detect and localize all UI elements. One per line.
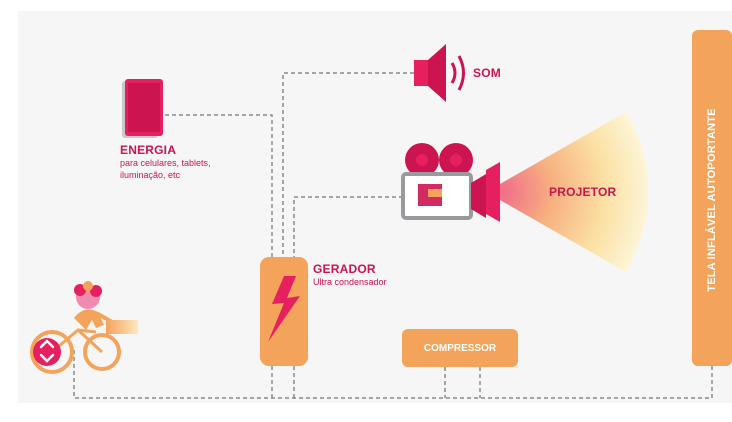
generator-subtitle: Ultra condensador [313, 277, 387, 287]
generator-title: GERADOR [313, 262, 376, 276]
projector-beam [500, 112, 649, 272]
screen-label: TELA INFLÁVEL AUTOPORTANTE [706, 108, 718, 292]
generator-box [260, 257, 308, 366]
screen-box [692, 30, 732, 366]
energy-desc-line2: iluminação, etc [120, 170, 181, 180]
energy-desc-line1: para celulares, tablets, [120, 158, 211, 168]
compressor-box: COMPRESSOR [402, 329, 518, 367]
compressor-label: COMPRESSOR [423, 342, 497, 354]
sound-label: SOM [473, 66, 501, 80]
energy-title: ENERGIA [120, 143, 177, 157]
projector-label: PROJETOR [549, 185, 617, 199]
